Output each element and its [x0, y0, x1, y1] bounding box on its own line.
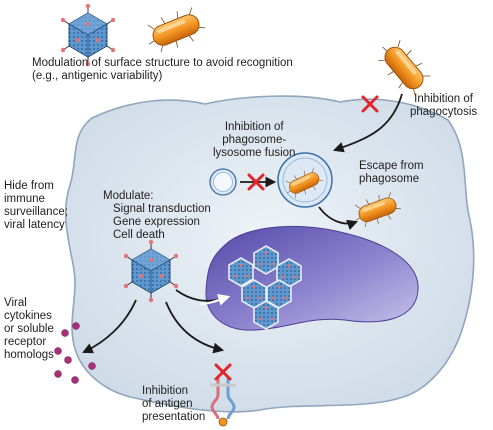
label-inhibition-antigen: Inhibition of antigen presentation — [142, 385, 206, 423]
bacterium-icon — [141, 3, 209, 58]
label-escape-phagosome: Escape from phagosome — [359, 160, 424, 185]
label-modulate-title: Modulate: — [103, 190, 154, 202]
label-hide-immune: Hide from immune surveillance; viral lat… — [4, 180, 68, 231]
bacterium-icon — [371, 33, 436, 101]
nuclear-virus-icon — [253, 300, 279, 330]
antigen-arrow — [165, 301, 225, 354]
mhc-receptor-icon — [210, 378, 236, 427]
label-modulation-surface: Modulation of surface structure to avoid… — [32, 57, 293, 82]
nuclear-virus-icon — [253, 245, 279, 275]
label-modulate-items: Signal transduction Gene expression Cell… — [113, 203, 211, 241]
nucleus-arrow — [199, 294, 231, 306]
cytokine-dots — [54, 322, 96, 384]
label-viral-cytokines: Viral cytokines or soluble receptor homo… — [4, 297, 54, 361]
label-inhibition-fusion: Inhibition of phagosome- lysosome fusion — [213, 121, 296, 159]
label-inhibition-phagocytosis: Inhibition of phagocytosis — [410, 93, 478, 118]
phagocytosis-arrow — [332, 93, 403, 153]
escape-arrow — [318, 206, 359, 231]
cytokine-arrow — [82, 299, 137, 354]
